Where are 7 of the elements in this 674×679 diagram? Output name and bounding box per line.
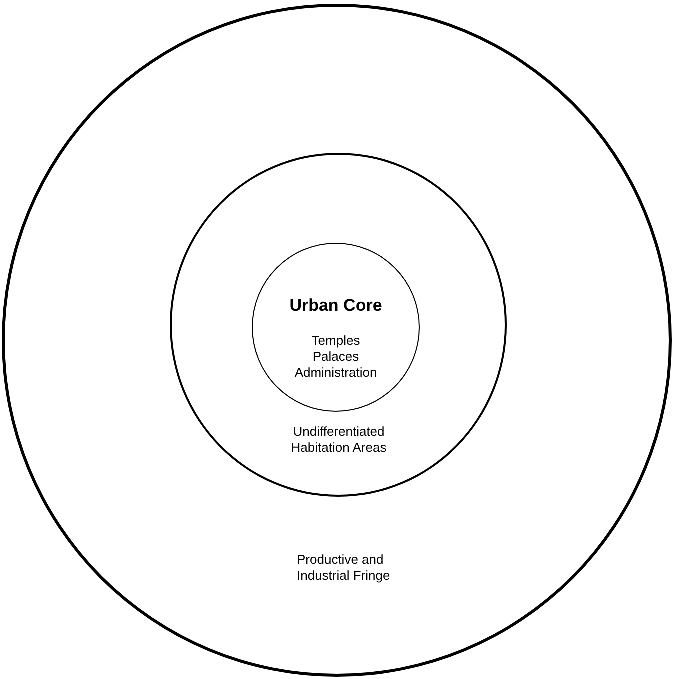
zone-label: Temples Palaces Administration: [294, 333, 378, 381]
outer-ring: [2, 4, 672, 677]
zone-label: Productive and Industrial Fringe: [297, 552, 392, 584]
zone-title: Urban Core: [288, 296, 384, 316]
zone-label: Undifferentiated Habitation Areas: [290, 424, 388, 456]
middle-ring: [170, 153, 507, 497]
core-circle: [252, 243, 420, 412]
